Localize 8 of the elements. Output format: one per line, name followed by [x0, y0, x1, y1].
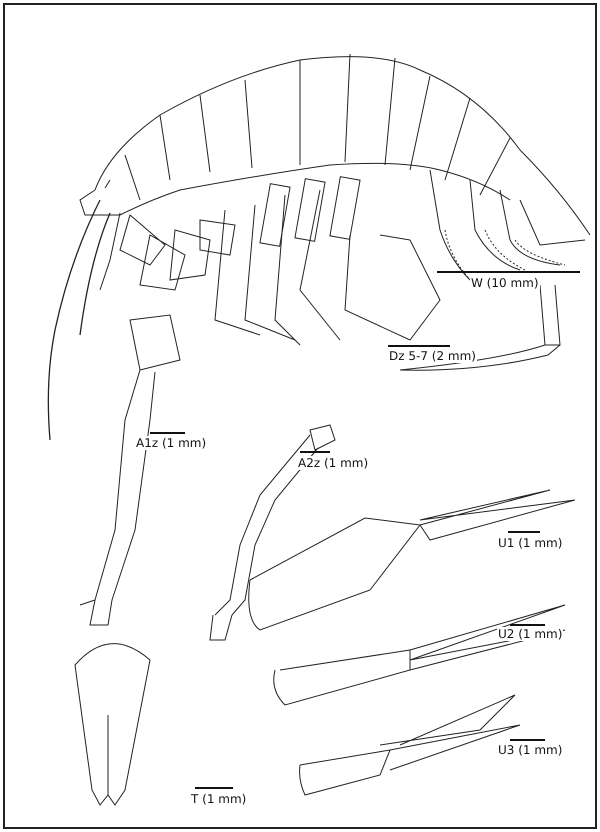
scale-label: Dz 5-7 (2 mm) [388, 349, 477, 363]
scale-label: U1 (1 mm) [497, 536, 564, 550]
scale-label: W (10 mm) [470, 276, 540, 290]
scale-label: U2 (1 mm) [497, 627, 564, 641]
scale-label: A1z (1 mm) [135, 436, 208, 450]
scale-label: T (1 mm) [190, 792, 248, 806]
scale-label: A2z (1 mm) [297, 456, 370, 470]
scale-label: U3 (1 mm) [497, 743, 564, 757]
